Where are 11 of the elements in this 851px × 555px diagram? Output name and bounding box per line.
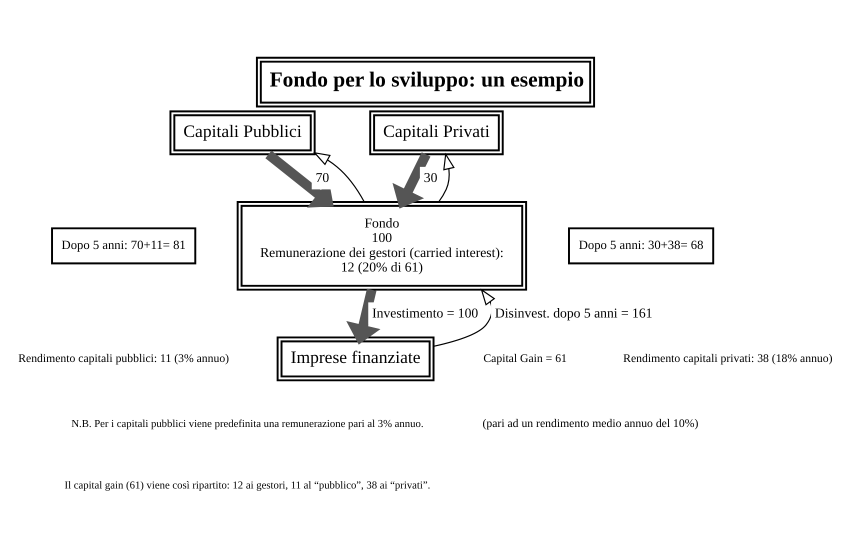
edge-label: Investimento = 100 [372,305,478,320]
label: (pari ad un rendimento medio annuo del 10%) [482,416,698,430]
label: Rendimento capitali privati: 38 (18% annuo) [623,351,833,364]
label: Il capital gain (61) viene così ripartito: 12 ai gestori, 11 al “pubblico”, 38 ai “privati”. [64,478,430,491]
edge-label: 30 [424,170,438,185]
label: Capital Gain = 61 [483,351,567,364]
diagram-title: Fondo per lo sviluppo: un esempio [270,67,584,92]
edge-label: Disinvest. dopo 5 anni = 161 [494,305,652,320]
label: N.B. Per i capitali pubblici viene predefinita una remunerazione pari al 3% annuo. [71,417,424,430]
label: Rendimento capitali pubblici: 11 (3% annuo) [18,351,230,364]
edge-label: 70 [316,170,330,185]
